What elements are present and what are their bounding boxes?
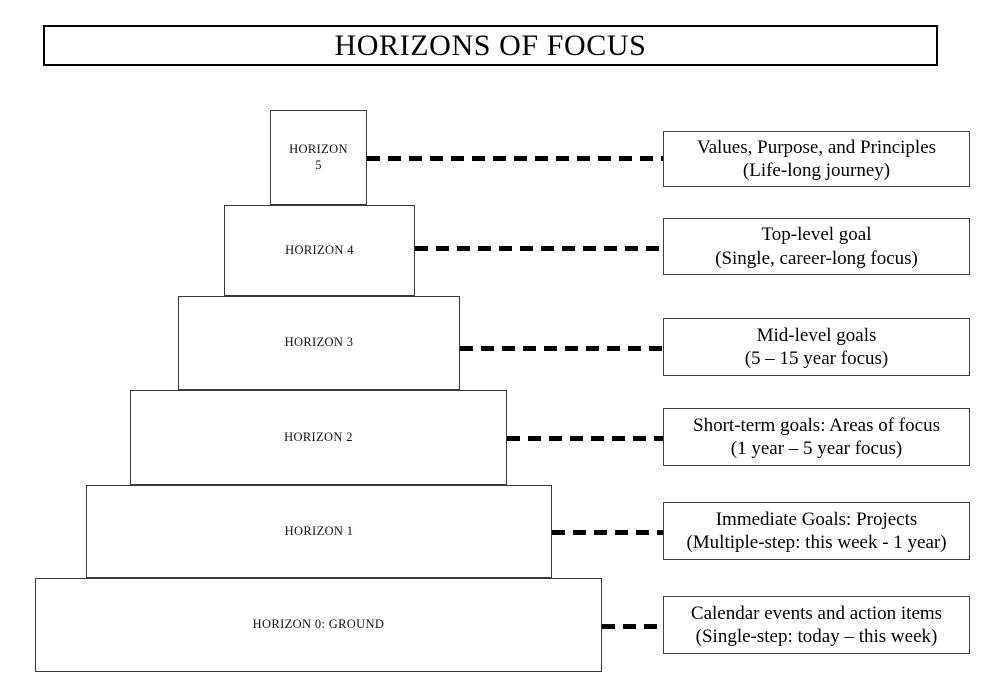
desc-horizon-1[interactable]: Immediate Goals: Projects(Multiple-step:… bbox=[663, 502, 970, 560]
title-box: HORIZONS OF FOCUS bbox=[43, 25, 938, 66]
desc-horizon-2[interactable]: Short-term goals: Areas of focus(1 year … bbox=[663, 408, 970, 466]
pyramid-tier-label: HORIZON 1 bbox=[284, 523, 354, 538]
pyramid-tier-label: HORIZON 4 bbox=[285, 242, 354, 257]
description-line-primary: Top-level goal bbox=[761, 224, 872, 246]
pyramid-tier-label: HORIZON 5 bbox=[289, 141, 348, 172]
description-line-secondary: (Multiple-step: this week - 1 year) bbox=[686, 532, 947, 553]
connector-horizon-3 bbox=[460, 346, 663, 351]
description-line-secondary: (1 year – 5 year focus) bbox=[730, 438, 903, 459]
description-line-secondary: (Single, career-long focus) bbox=[715, 247, 918, 269]
pyramid-tier-label: HORIZON 3 bbox=[284, 335, 354, 350]
connector-horizon-0 bbox=[602, 624, 663, 629]
pyramid-tier-label: HORIZON 0: GROUND bbox=[252, 617, 385, 632]
pyramid-tier-horizon-1[interactable]: HORIZON 1 bbox=[86, 485, 552, 578]
pyramid-tier-horizon-0[interactable]: HORIZON 0: GROUND bbox=[35, 578, 602, 672]
connector-horizon-5 bbox=[367, 156, 663, 161]
description-line-secondary: (Single-step: today – this week) bbox=[695, 626, 938, 647]
pyramid-tier-label: HORIZON 2 bbox=[284, 429, 353, 444]
description-line-secondary: (5 – 15 year focus) bbox=[744, 348, 889, 369]
description-line-secondary: (Life-long journey) bbox=[742, 160, 891, 181]
description-line-primary: Calendar events and action items bbox=[690, 602, 943, 624]
description-line-primary: Short-term goals: Areas of focus bbox=[693, 414, 940, 436]
description-line-primary: Values, Purpose, and Principles bbox=[696, 136, 937, 158]
desc-horizon-5[interactable]: Values, Purpose, and Principles(Life-lon… bbox=[663, 131, 970, 187]
pyramid-tier-horizon-5[interactable]: HORIZON 5 bbox=[270, 110, 367, 205]
desc-horizon-3[interactable]: Mid-level goals(5 – 15 year focus) bbox=[663, 318, 970, 376]
desc-horizon-4[interactable]: Top-level goal(Single, career-long focus… bbox=[663, 218, 970, 275]
page-title: HORIZONS OF FOCUS bbox=[334, 28, 647, 62]
pyramid-tier-horizon-4[interactable]: HORIZON 4 bbox=[224, 205, 415, 296]
connector-horizon-1 bbox=[552, 530, 663, 535]
connector-horizon-2 bbox=[507, 436, 663, 441]
description-line-primary: Mid-level goals bbox=[756, 324, 877, 346]
description-line-primary: Immediate Goals: Projects bbox=[715, 508, 918, 530]
connector-horizon-4 bbox=[415, 246, 663, 251]
pyramid-tier-horizon-2[interactable]: HORIZON 2 bbox=[130, 390, 507, 485]
desc-horizon-0[interactable]: Calendar events and action items(Single-… bbox=[663, 596, 970, 654]
pyramid-tier-horizon-3[interactable]: HORIZON 3 bbox=[178, 296, 460, 390]
